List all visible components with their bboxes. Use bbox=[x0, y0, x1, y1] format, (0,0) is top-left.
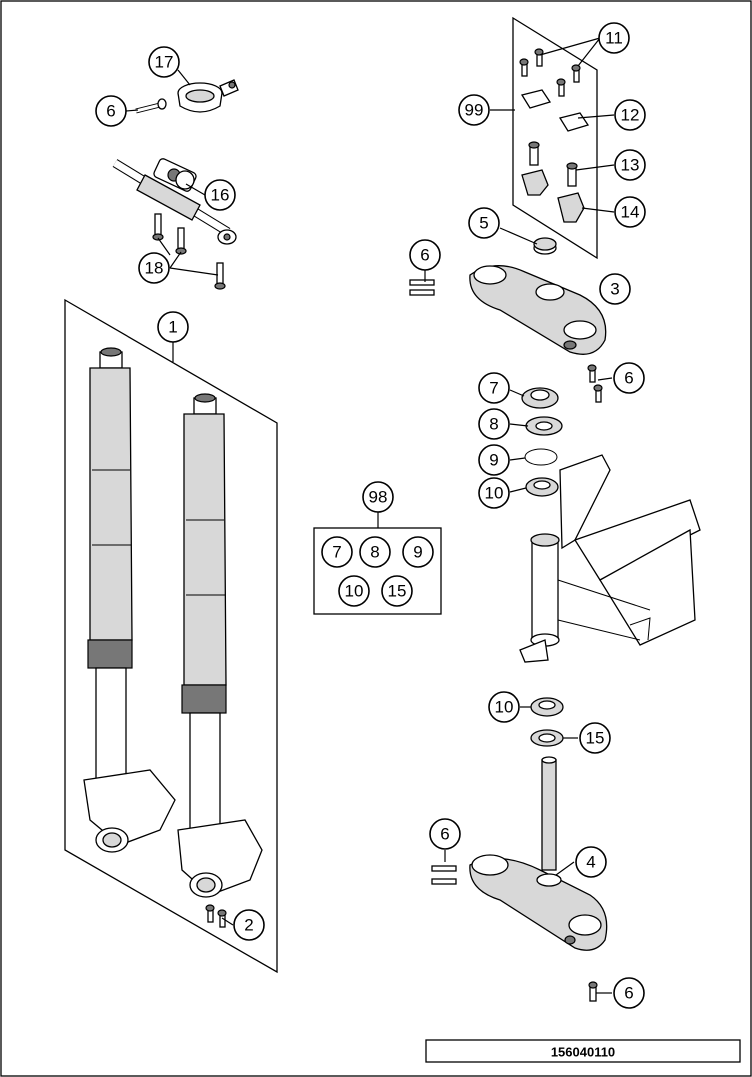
nut-part-5 bbox=[533, 237, 557, 255]
kit-item-9-label: 9 bbox=[413, 543, 422, 562]
bolts-part-2 bbox=[205, 904, 227, 928]
callout-8: 8 bbox=[478, 408, 510, 440]
callout-4-label: 4 bbox=[586, 853, 595, 872]
callout-15-label: 15 bbox=[586, 729, 605, 748]
callout-16-label: 16 bbox=[211, 186, 230, 205]
callout-16: 16 bbox=[204, 179, 236, 211]
bolts-part-6-lower bbox=[431, 865, 598, 1002]
callout-13-label: 13 bbox=[621, 156, 640, 175]
callout-6-upper-right: 6 bbox=[613, 362, 645, 394]
callout-17: 17 bbox=[148, 46, 180, 78]
clamp-kit-frame bbox=[512, 16, 598, 260]
callout-12: 12 bbox=[614, 99, 646, 131]
callout-12-label: 12 bbox=[621, 106, 640, 125]
callout-5-label: 5 bbox=[479, 214, 488, 233]
callout-9-label: 9 bbox=[489, 451, 498, 470]
callout-6-upper-right-label: 6 bbox=[624, 369, 633, 388]
callout-18: 18 bbox=[138, 252, 170, 284]
callout-10-upper: 10 bbox=[478, 477, 510, 509]
clamp-kit-parts bbox=[519, 48, 590, 223]
kit-item-8-label: 8 bbox=[370, 543, 379, 562]
callout-6-lower-right: 6 bbox=[613, 977, 645, 1009]
callout-6-lower-left: 6 bbox=[429, 818, 461, 850]
kit-item-8: 8 bbox=[359, 536, 391, 568]
upper-triple-clamp-part-3 bbox=[469, 265, 607, 355]
bolts-part-6-upper bbox=[409, 279, 603, 403]
callout-7: 7 bbox=[478, 372, 510, 404]
callout-15: 15 bbox=[579, 722, 611, 754]
callout-6-lower-right-label: 6 bbox=[624, 984, 633, 1003]
kit-item-10-label: 10 bbox=[345, 582, 364, 601]
callout-99-label: 99 bbox=[465, 101, 484, 120]
callout-98: 98 bbox=[362, 481, 394, 513]
callout-3: 3 bbox=[599, 273, 631, 305]
callout-10-lower: 10 bbox=[488, 691, 520, 723]
callout-6-upper-left-label: 6 bbox=[420, 246, 429, 265]
fork-leg-left bbox=[83, 347, 176, 853]
callout-11: 11 bbox=[598, 22, 630, 54]
callout-6: 6 bbox=[95, 95, 127, 127]
callout-2-label: 2 bbox=[244, 916, 253, 935]
steering-damper-part-16 bbox=[112, 158, 237, 245]
callout-1: 1 bbox=[157, 311, 189, 343]
callout-98-label: 98 bbox=[369, 488, 388, 507]
lower-bearing-part-10 bbox=[530, 697, 564, 717]
kit-item-9: 9 bbox=[402, 536, 434, 568]
callout-10-upper-label: 10 bbox=[485, 484, 504, 503]
drawing-number: 156040110 bbox=[551, 1045, 615, 1060]
callout-4: 4 bbox=[575, 846, 607, 878]
kit-item-7-label: 7 bbox=[332, 543, 341, 562]
fork-leg-right bbox=[177, 393, 263, 898]
callout-6-label: 6 bbox=[106, 102, 115, 121]
callout-8-label: 8 bbox=[489, 415, 498, 434]
callout-3-label: 3 bbox=[610, 280, 619, 299]
callout-14-label: 14 bbox=[621, 203, 640, 222]
screw-part-6-top bbox=[135, 98, 167, 114]
kit-item-7: 7 bbox=[321, 536, 353, 568]
callout-18-label: 18 bbox=[145, 259, 164, 278]
frame-head-section bbox=[519, 454, 701, 663]
callout-9: 9 bbox=[478, 444, 510, 476]
seal-part-15 bbox=[530, 729, 564, 747]
leader-lines bbox=[125, 37, 615, 994]
callout-6-upper-left: 6 bbox=[409, 239, 441, 271]
callout-13: 13 bbox=[614, 149, 646, 181]
lower-triple-clamp-part-4 bbox=[469, 756, 608, 951]
kit-item-10: 10 bbox=[338, 575, 370, 607]
callout-2: 2 bbox=[233, 909, 265, 941]
kit-item-15-label: 15 bbox=[388, 582, 407, 601]
callout-10-lower-label: 10 bbox=[495, 698, 514, 717]
callout-7-label: 7 bbox=[489, 379, 498, 398]
kit-item-15: 15 bbox=[381, 575, 413, 607]
damper-clamp-part-17 bbox=[177, 79, 239, 113]
callout-11-label: 11 bbox=[605, 29, 623, 48]
callout-17-label: 17 bbox=[155, 53, 174, 72]
callout-1-label: 1 bbox=[168, 318, 177, 337]
drawing-number-box bbox=[425, 1039, 741, 1063]
fork-group-frame bbox=[64, 298, 278, 974]
screws-part-18 bbox=[152, 213, 226, 290]
callout-14: 14 bbox=[614, 196, 646, 228]
callout-99: 99 bbox=[458, 94, 490, 126]
callout-5: 5 bbox=[468, 207, 500, 239]
bearing-stack bbox=[521, 387, 563, 497]
callout-6-lower-left-label: 6 bbox=[440, 825, 449, 844]
